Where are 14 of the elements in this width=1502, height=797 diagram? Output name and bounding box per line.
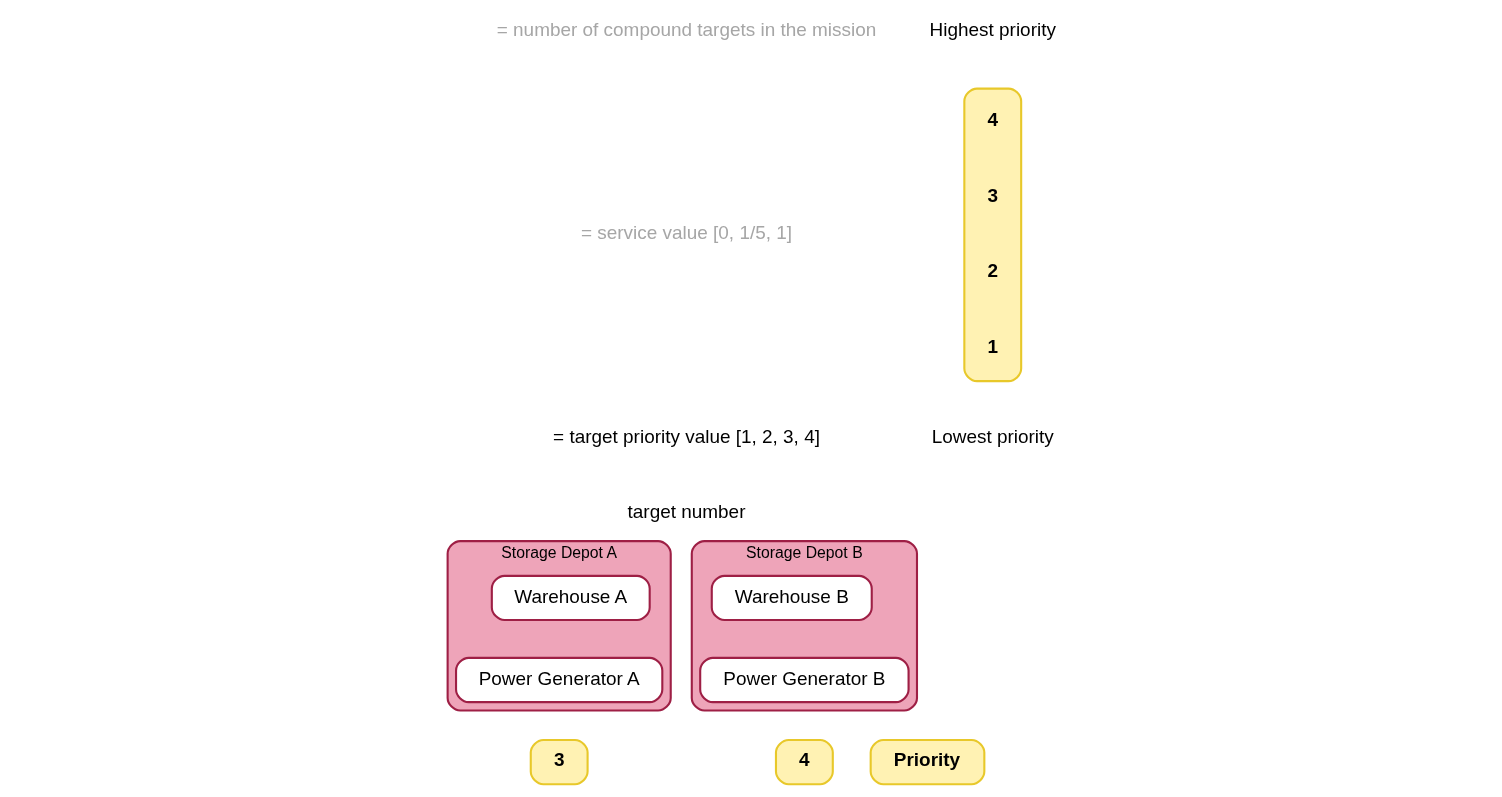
node-box: Warehouse A xyxy=(490,574,651,622)
node-label: Highest priority xyxy=(929,19,1056,41)
label: = target priority value [1, 2, 3, 4] xyxy=(552,425,820,447)
node-box: Power Generator B xyxy=(698,656,910,704)
node-box: Power Generator A xyxy=(454,656,663,704)
node-box: Priority xyxy=(869,738,985,786)
node-box: Warehouse B xyxy=(710,574,873,622)
node-box: 4 xyxy=(774,738,834,786)
node-box: 3 xyxy=(529,738,589,786)
label: = service value [0, 1/5, 1] xyxy=(580,222,792,244)
label: target number xyxy=(627,501,745,523)
node-box: 4 3 2 1 xyxy=(962,87,1022,383)
label: = number of compound targets in the mission xyxy=(496,19,876,41)
node-label: Lowest priority xyxy=(931,425,1054,447)
